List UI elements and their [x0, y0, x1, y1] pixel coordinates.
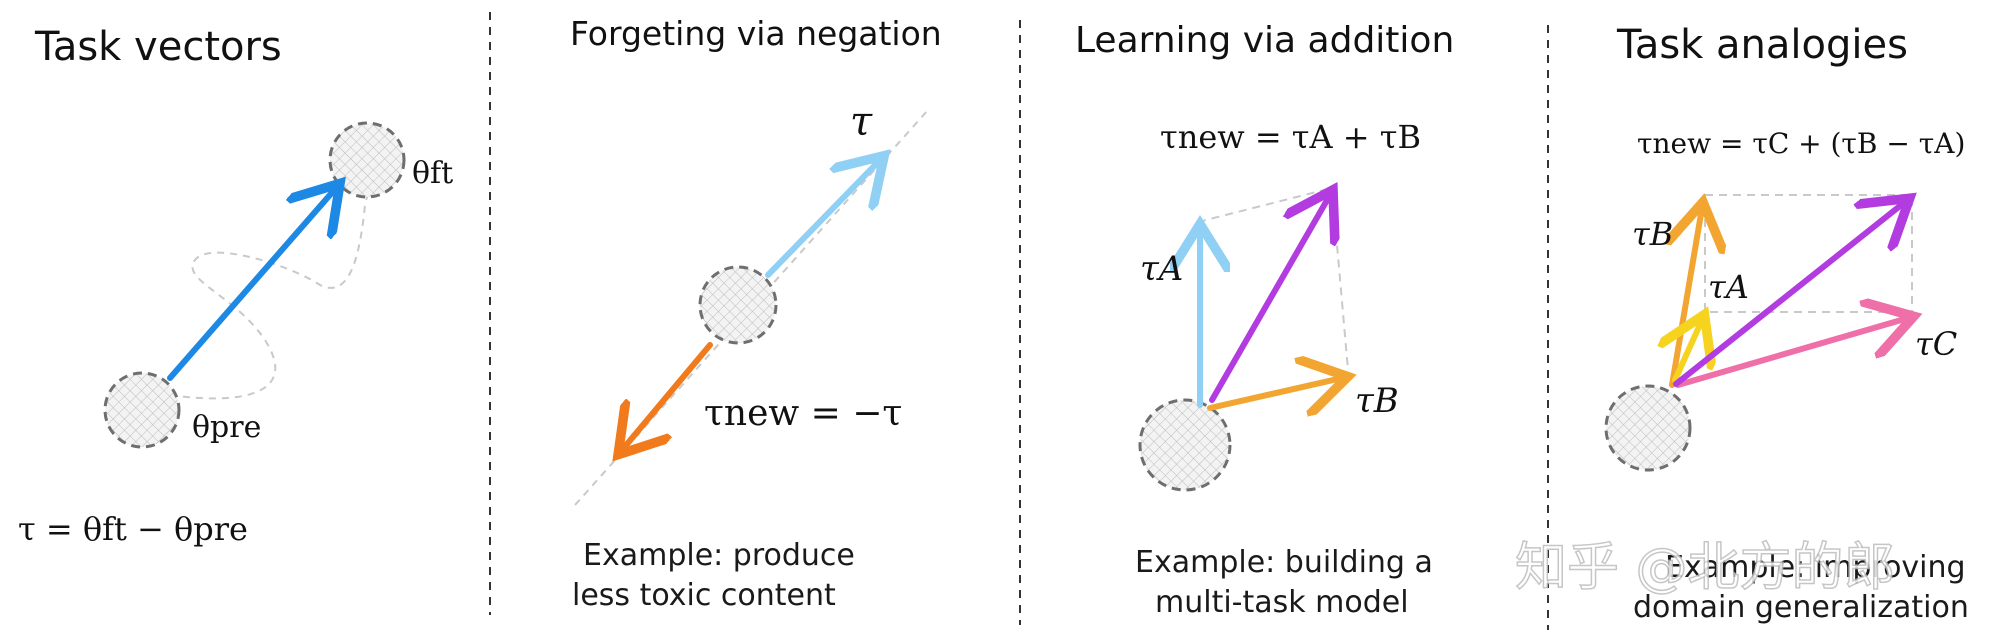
task-vector-formula: τ = θft − θpre [18, 510, 248, 548]
negated-tau-arrow [622, 342, 713, 450]
panel-title: Task analogies [1616, 22, 1908, 68]
tau-c-label: τC [1915, 325, 1957, 363]
theta-pre-label: θpre [192, 410, 261, 445]
tau-a-arrow [1675, 320, 1702, 383]
finetuned-model-circle [328, 121, 406, 199]
tau-a-label: τA [1140, 249, 1183, 289]
example-line-1: Example: building a [1135, 545, 1433, 580]
pretrained-model-circle [103, 371, 181, 449]
tau-c-arrow [1675, 318, 1908, 388]
panel-learning-via-addition: Learning via addition τnew = τA + τB τA … [1075, 20, 1454, 620]
negation-formula: τnew = −τ [704, 393, 902, 434]
tau-b-arrow [1207, 378, 1342, 408]
watermark: 知乎 @北方的郎 [1515, 538, 1896, 598]
model-circle [1138, 398, 1232, 492]
panel-title: Task vectors [34, 24, 282, 70]
example-line-1: Example: produce [583, 538, 855, 573]
tau-b-label: τB [1355, 381, 1399, 421]
tau-b-label: τB [1632, 215, 1673, 253]
analogy-formula: τnew = τC + (τB − τA) [1637, 127, 1965, 160]
tau-a-label: τA [1708, 268, 1749, 306]
parallelogram-guide [1197, 186, 1349, 371]
panel-forgetting-via-negation: Forgeting via negation τ τnew = −τ Examp… [570, 14, 942, 613]
task-vector-arrow [167, 188, 336, 381]
tau-arrow [765, 160, 880, 278]
model-circle [698, 265, 778, 345]
model-circle [1604, 384, 1692, 472]
addition-formula: τnew = τA + τB [1160, 118, 1421, 156]
tau-label: τ [850, 99, 873, 145]
example-line-2: domain generalization [1633, 590, 1969, 625]
example-line-2: less toxic content [572, 578, 836, 613]
panel-task-analogies: Task analogies τnew = τC + (τB − τA) τB … [1604, 22, 1969, 625]
panel-task-vectors: Task vectors θft θpre τ = θft − θpre [18, 24, 453, 548]
theta-ft-label: θft [412, 156, 453, 191]
example-line-1: Example: improving [1665, 550, 1966, 585]
panel-title: Learning via addition [1075, 20, 1454, 61]
tau-new-arrow [1673, 202, 1905, 387]
example-line-2: multi-task model [1155, 585, 1409, 620]
finetune-path [169, 179, 381, 400]
tau-new-arrow [1209, 195, 1330, 403]
panel-title: Forgeting via negation [570, 14, 942, 53]
